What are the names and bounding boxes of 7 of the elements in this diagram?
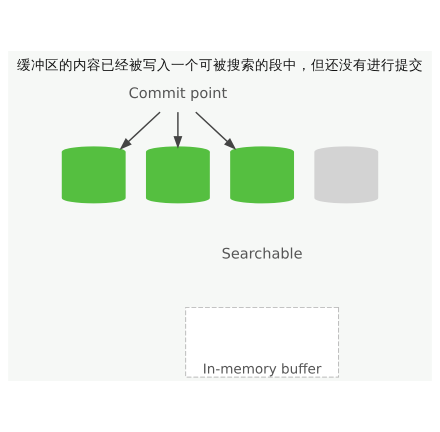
arrow: [174, 112, 182, 149]
node-text: Commit point: [128, 86, 228, 102]
arrow: [120, 112, 161, 150]
label: Searchable: [222, 246, 303, 263]
node-box: In-memory buffer: [185, 306, 340, 378]
diagram-title: 缓冲区的内容已经被写入一个可被搜索的段中，但还没有进行提交: [17, 58, 423, 74]
arrow: [195, 112, 236, 150]
